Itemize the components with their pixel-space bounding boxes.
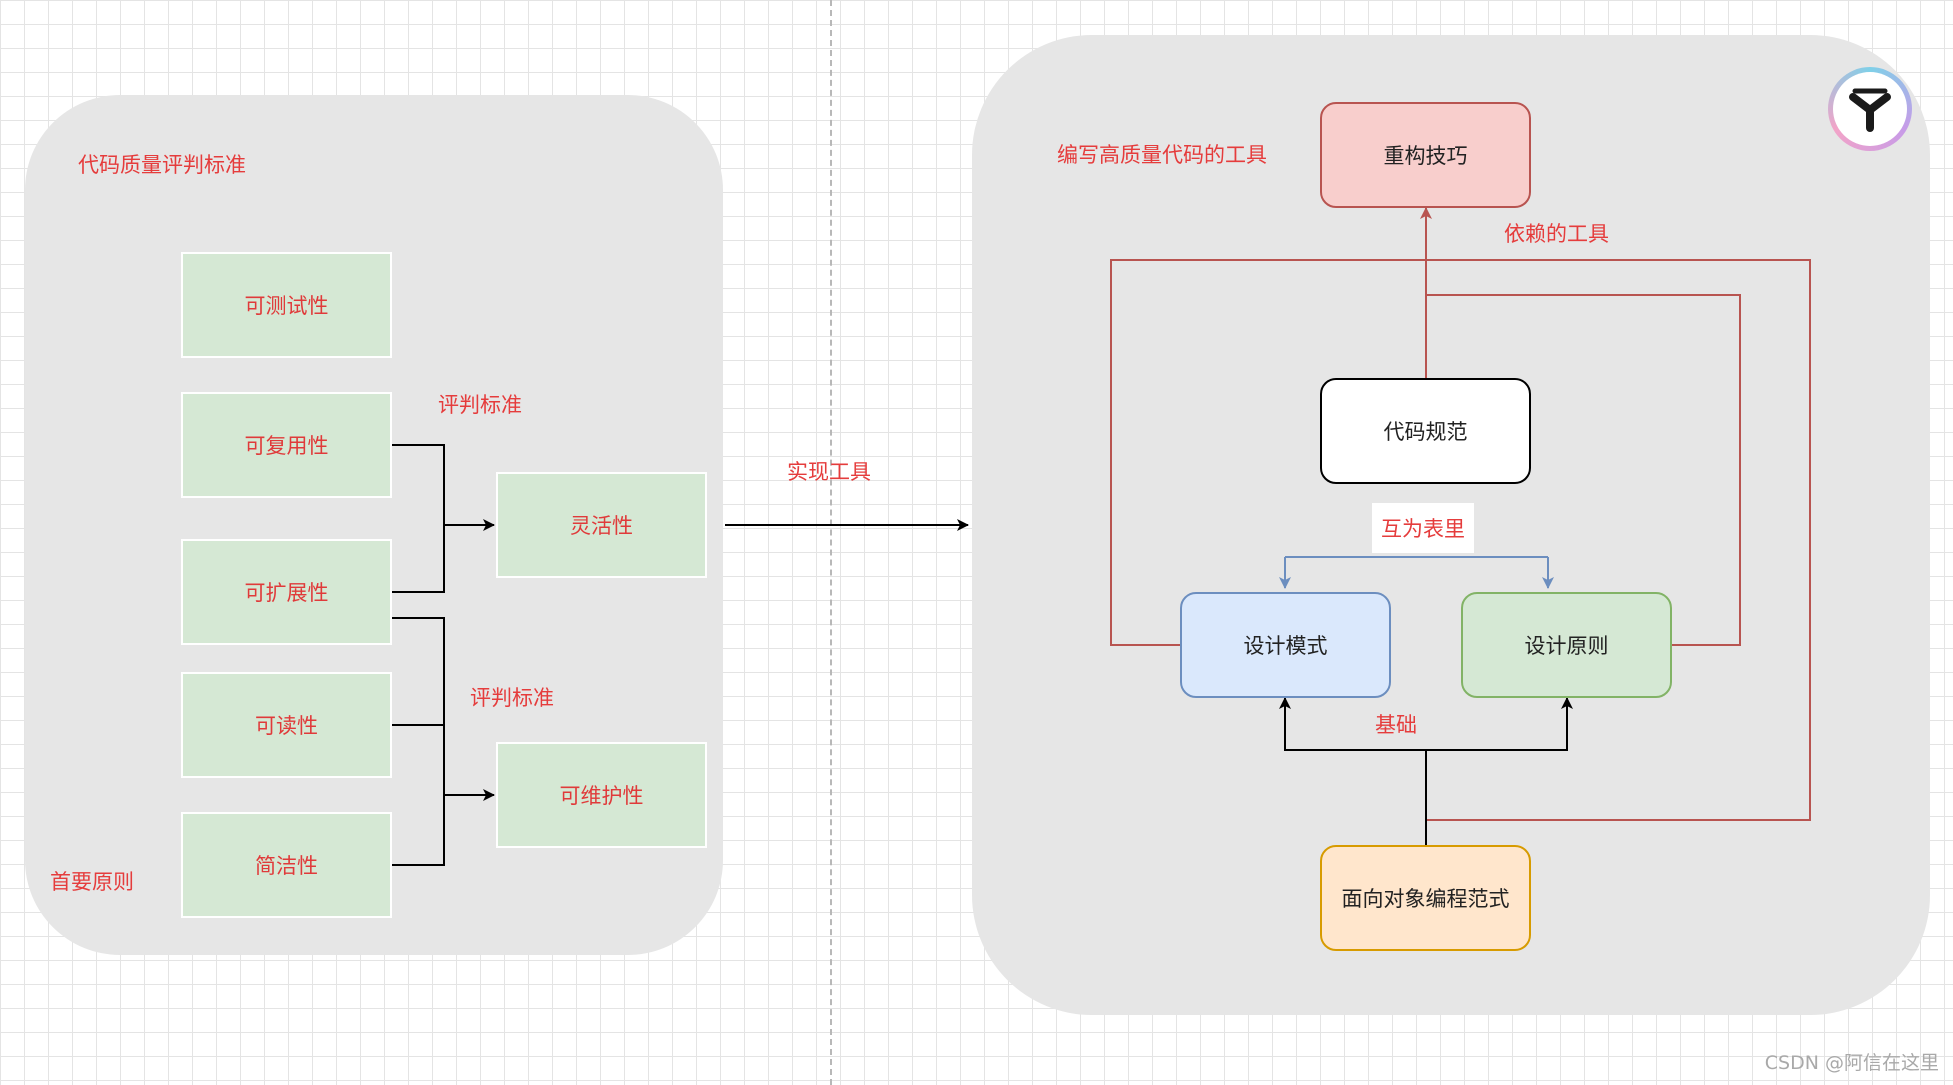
- basis-label: 基础: [1373, 713, 1419, 737]
- page-divider: [830, 0, 832, 1085]
- mutual-label: 互为表里: [1372, 503, 1474, 553]
- node-extensibility[interactable]: 可扩展性: [181, 539, 392, 645]
- app-logo-icon: [1828, 67, 1912, 151]
- node-readability[interactable]: 可读性: [181, 672, 392, 778]
- edge-basis-to-patterns: [1279, 697, 1426, 751]
- node-design-patterns[interactable]: 设计模式: [1180, 592, 1391, 698]
- edge-extend-to-maintainability: [392, 617, 495, 801]
- node-refactoring[interactable]: 重构技巧: [1320, 102, 1531, 208]
- node-code-standard[interactable]: 代码规范: [1320, 378, 1531, 484]
- left-panel-title: 代码质量评判标准: [78, 153, 246, 177]
- edge-reuse-to-flexibility: [392, 444, 495, 531]
- edge-extend-to-flexibility: [392, 525, 445, 593]
- node-reusability[interactable]: 可复用性: [181, 392, 392, 498]
- node-design-principles[interactable]: 设计原则: [1461, 592, 1672, 698]
- watermark: CSDN @阿信在这里: [1764, 1052, 1939, 1074]
- criteria-label-top: 评判标准: [438, 393, 522, 417]
- edge-basis-to-principles: [1426, 697, 1573, 751]
- node-simplicity[interactable]: 简洁性: [181, 812, 392, 918]
- criteria-label-bottom: 评判标准: [470, 686, 554, 710]
- right-panel-title: 编写高质量代码的工具: [1057, 143, 1267, 167]
- node-oop-paradigm[interactable]: 面向对象编程范式: [1320, 845, 1531, 951]
- edge-simplicity-to-maintainability: [392, 795, 445, 866]
- implementation-tools-label: 实现工具: [787, 460, 871, 484]
- node-testability[interactable]: 可测试性: [181, 252, 392, 358]
- node-flexibility[interactable]: 灵活性: [496, 472, 707, 578]
- primary-principle-label: 首要原则: [50, 870, 134, 894]
- edge-principles-to-refactoring: [1426, 294, 1741, 646]
- edge-patterns-to-refactoring: [1110, 259, 1811, 821]
- node-maintainability[interactable]: 可维护性: [496, 742, 707, 848]
- dependency-label: 依赖的工具: [1504, 222, 1609, 246]
